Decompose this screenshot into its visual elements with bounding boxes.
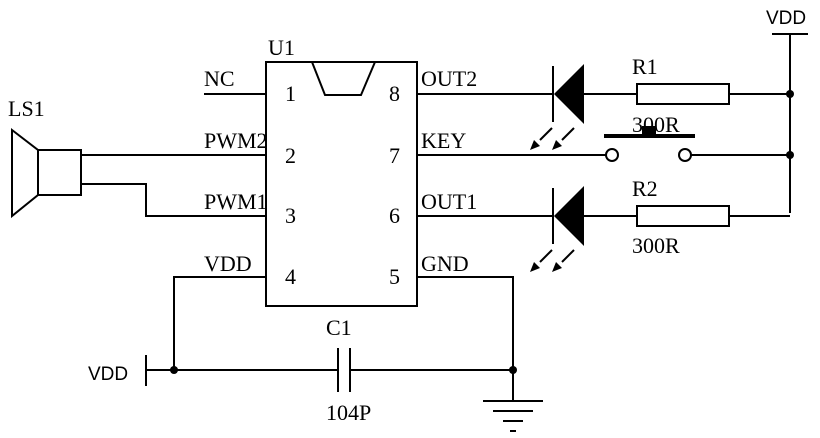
pin-name-out1: OUT1 xyxy=(421,189,477,214)
cap-value: 104P xyxy=(326,400,371,425)
pin-number-3: 3 xyxy=(285,203,296,228)
led-out2-triangle xyxy=(554,64,584,124)
pin-name-pwm2: PWM2 xyxy=(204,128,268,153)
speaker-ls1: LS1 xyxy=(8,96,266,219)
pin-name-vdd: VDD xyxy=(204,251,252,276)
chip-label: U1 xyxy=(268,35,295,60)
chip-u1: U1 1 2 3 4 5 6 7 8 NC PWM2 PWM1 VDD GND … xyxy=(204,35,486,307)
vdd-left-label: VDD xyxy=(88,364,128,385)
vdd-left-rail: VDD xyxy=(88,276,338,386)
vdd-top-label: VDD xyxy=(766,8,806,29)
led-out2 xyxy=(486,64,637,150)
r2-label: R2 xyxy=(632,176,658,201)
pin-number-2: 2 xyxy=(285,143,296,168)
chip-notch xyxy=(311,61,376,96)
resistor-r1: R1 300R xyxy=(632,54,794,137)
pin-number-6: 6 xyxy=(389,203,400,228)
led-out1 xyxy=(486,186,637,272)
pin-name-nc: NC xyxy=(204,66,235,91)
resistor-r2: R2 300R xyxy=(632,176,790,258)
capacitor-c1: C1 104P xyxy=(326,315,513,425)
pin-name-out2: OUT2 xyxy=(421,66,477,91)
pin-number-4: 4 xyxy=(285,264,296,289)
pin-number-8: 8 xyxy=(389,81,400,106)
pin-name-gnd: GND xyxy=(421,251,469,276)
chip-body xyxy=(265,61,418,307)
pin-name-key: KEY xyxy=(421,128,466,153)
ground-symbol xyxy=(417,276,543,432)
pin-number-7: 7 xyxy=(389,143,400,168)
cap-label: C1 xyxy=(326,315,352,340)
pin-number-1: 1 xyxy=(285,81,296,106)
pin-number-5: 5 xyxy=(389,264,400,289)
key-switch xyxy=(486,126,794,162)
pin-name-pwm1: PWM1 xyxy=(204,189,268,214)
r2-value: 300R xyxy=(632,233,680,258)
led-out1-triangle xyxy=(554,186,584,246)
r1-label: R1 xyxy=(632,54,658,79)
vdd-top-rail: VDD xyxy=(766,8,808,213)
speaker-label: LS1 xyxy=(8,96,45,121)
